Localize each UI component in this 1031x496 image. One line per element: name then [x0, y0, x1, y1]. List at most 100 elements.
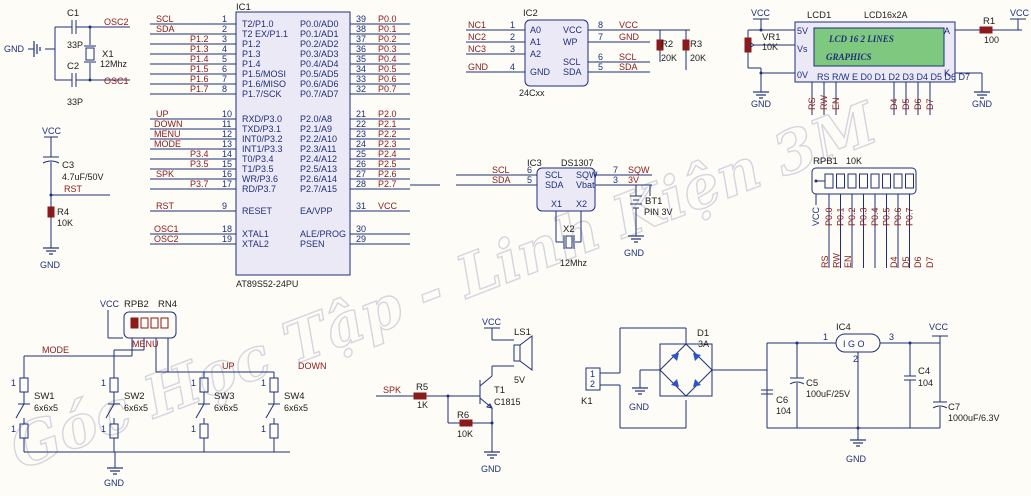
ic1-net-18: OSC2 — [154, 234, 179, 244]
ic1-net-8: UP — [156, 109, 169, 119]
ic1-rnet-3: P0.3 — [378, 44, 397, 54]
ic1-rpin-name-7: P0.7/AD7 — [300, 89, 339, 99]
c7-value: 1000uF/6.3V — [948, 413, 1000, 423]
lcd-gnd-right-label: GND — [972, 99, 993, 109]
rpb1-value: 10K — [846, 156, 862, 166]
ic2-rpin-2: SCL — [563, 57, 581, 67]
svg-text:8: 8 — [598, 20, 603, 30]
ic1-rpin-num-17: 30 — [356, 224, 366, 234]
ic1-body — [235, 11, 351, 276]
r5-value: 1K — [417, 400, 428, 410]
btn-net-menu: MENU — [132, 339, 159, 349]
lcd-ref: LCD1 — [807, 10, 831, 21]
svg-text:4: 4 — [510, 62, 515, 72]
ic3-x2-pin: X2 — [576, 199, 587, 209]
switch-ref-0: SW1 — [34, 391, 55, 402]
ic1-pin-num-13: 15 — [222, 159, 232, 169]
ic1-rpin-num-6: 33 — [356, 74, 366, 84]
svg-text:2: 2 — [853, 354, 858, 364]
ic1-pin-num-18: 19 — [222, 234, 232, 244]
bt1-value: PIN 3V — [644, 207, 673, 217]
lcd-pin-a: A — [944, 26, 950, 36]
ic2-rpin-0: VCC — [563, 25, 583, 35]
ic1-pin-num-7: 8 — [222, 84, 227, 94]
btn-vcc-label: VCC — [100, 299, 120, 309]
ic1-rpin-name-2: P0.2/AD2 — [300, 39, 339, 49]
c3-ref: C3 — [62, 160, 74, 171]
ic1-pin-name-9: TXD/P3.1 — [242, 124, 281, 134]
x1-value: 12Mhz — [100, 59, 128, 69]
ic1-port-label-5: P1.7 — [190, 84, 209, 94]
lcd-line2: GRAPHICS — [826, 52, 872, 62]
bt1-ref: BT1 — [645, 196, 662, 207]
osc1-net-label: OSC1 — [104, 76, 129, 86]
r2-value: 20K — [661, 53, 677, 63]
ic1-pin-name-2: P1.2 — [242, 39, 261, 49]
gnd-symbol-osc — [33, 41, 41, 57]
ic1-rnet-7: P0.7 — [378, 84, 397, 94]
ic1-pin-num-15: 17 — [222, 179, 232, 189]
lcd-net-d5: D5 — [901, 98, 911, 110]
ic1-port-label-1: P1.3 — [190, 44, 209, 54]
c5-ref: C5 — [806, 378, 818, 389]
power-gnd-bridge-label: GND — [629, 402, 650, 412]
switch-value-2: 6x6x5 — [214, 403, 238, 413]
ic1-rpin-name-12: P2.4/A12 — [300, 154, 337, 164]
rpb1-net-7: P0.7 — [905, 207, 915, 226]
crystal-x2-value: 12Mhz — [560, 258, 588, 268]
ic2-pin-1: A1 — [530, 37, 541, 47]
bt-gnd-label: GND — [624, 248, 645, 258]
gnd-symbol-lcd-right — [974, 91, 990, 99]
ic2-ref: IC2 — [523, 8, 538, 19]
ic1-pin-num-0: 1 — [222, 14, 227, 24]
svg-text:1: 1 — [510, 20, 515, 30]
ic1-rpin-num-15: 28 — [356, 179, 366, 189]
ic1-rpin-name-6: P0.6/AD6 — [300, 79, 339, 89]
osc-gnd-label: GND — [4, 44, 25, 54]
r6-ref: R6 — [457, 410, 469, 421]
d1-ref: D1 — [697, 328, 709, 339]
ic1-rnet-1: P0.1 — [378, 24, 397, 34]
power-gnd-label: GND — [846, 454, 867, 464]
ic1-rpin-name-13: P2.5/A13 — [300, 164, 337, 174]
reset-circuit: VCC C3 4.7uF/50V RST R4 10K GND — [40, 126, 110, 270]
c7-ref: C7 — [948, 402, 960, 413]
switch-ref-1: SW2 — [124, 391, 145, 402]
r6-value: 10K — [457, 429, 473, 439]
ic3-rpin-0: SQW — [576, 170, 598, 180]
ic1-net-1: SDA — [156, 24, 175, 34]
lcd-line1: LCD 16 2 LINES — [828, 34, 894, 44]
crystal-x2-ref: X2 — [563, 224, 575, 235]
rpb1-net-5: P0.5 — [882, 207, 892, 226]
reset-gnd-label: GND — [40, 260, 61, 270]
ic1-rnet-12: P2.4 — [378, 149, 397, 159]
power-vcc-label: VCC — [929, 322, 949, 332]
gnd-symbol-buttons — [107, 467, 123, 475]
ic1-port-label-6: P3.4 — [190, 149, 209, 159]
k1-ref: K1 — [581, 396, 593, 407]
ic1-rpin-num-8: 21 — [356, 109, 366, 119]
ic1-pin-name-5: P1.5/MOSI — [242, 69, 286, 79]
reset-vcc-label: VCC — [42, 126, 62, 136]
c5-value: 100uF/25V — [806, 389, 850, 399]
ic2-net-0: NC1 — [468, 20, 486, 30]
ic1-rpin-num-7: 32 — [356, 84, 366, 94]
ic1-part: AT89S52-24PU — [236, 279, 298, 289]
ic1-rnet-13: P2.5 — [378, 159, 397, 169]
rpb1-net-0: P0.0 — [824, 207, 834, 226]
ic1-port-label-7: P3.5 — [190, 159, 209, 169]
ic1-rpin-num-4: 35 — [356, 54, 366, 64]
ic1-pin-num-5: 6 — [222, 64, 227, 74]
ic1-rpin-num-2: 37 — [356, 34, 366, 44]
rpb1-bottom-net-6: D7 — [925, 256, 935, 268]
t1-value: C1815 — [494, 397, 521, 407]
rpb1-ref: RPB1 — [813, 156, 838, 167]
ic1-rpin-name-4: P0.4/AD4 — [300, 59, 339, 69]
lcd-net-rs: RS — [807, 97, 817, 110]
switch-value-0: 6x6x5 — [34, 403, 58, 413]
ic1-rnet-2: P0.2 — [378, 34, 397, 44]
ic1-port-label-8: P3.7 — [190, 179, 209, 189]
lcd-screen — [813, 27, 945, 67]
